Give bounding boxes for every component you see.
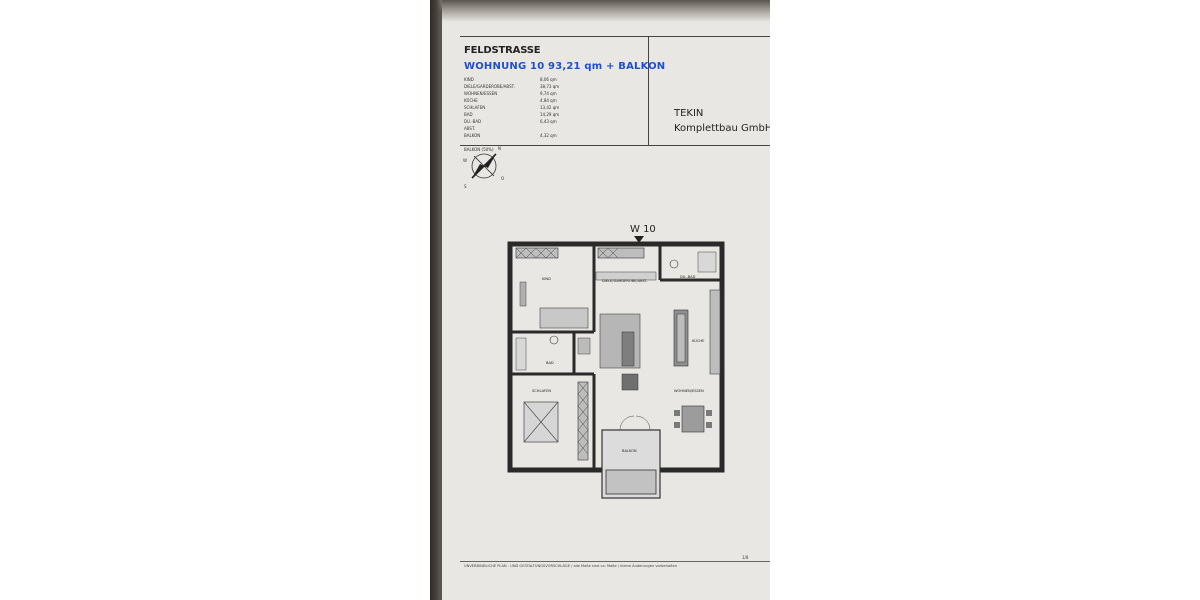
room-label-bad: BAD bbox=[546, 361, 554, 365]
room-row: KÜCHE 4,84 qm bbox=[464, 98, 564, 105]
room-label-wohnen: WOHNEN/ESSEN bbox=[674, 389, 704, 393]
shower-sink bbox=[669, 259, 679, 269]
title-block-divider bbox=[648, 37, 649, 145]
company-line-2: Komplettbau GmbH bbox=[674, 123, 770, 134]
balcony-railing bbox=[605, 469, 657, 495]
kitchen-island-top bbox=[676, 313, 686, 363]
room-row: BAD 14,29 qm bbox=[464, 112, 564, 119]
page-number: 1/8 bbox=[742, 555, 749, 560]
room-label-kueche: KÜCHE bbox=[692, 338, 705, 343]
room-row: WOHNEN/ESSEN 9,74 qm bbox=[464, 91, 564, 98]
photo-background: FELDSTRASSE WOHNUNG 10 93,21 qm + BALKON… bbox=[430, 0, 770, 600]
street-name: FELDSTRASSE bbox=[464, 45, 541, 56]
room-area-list: KIND 8,06 qm DIELE/GARDEROBE/ABST. 38,73 q… bbox=[464, 77, 564, 154]
footer-disclaimer: UNVERBINDLICHE PLAN - UND GESTALTUNGSVOR… bbox=[464, 564, 678, 568]
room-name: WOHNEN/ESSEN bbox=[464, 91, 498, 96]
room-area: 8,06 qm bbox=[540, 77, 557, 82]
dining-chair bbox=[706, 422, 712, 428]
room-label-diele: DIELE/GARDEROBE/ABST. bbox=[602, 279, 648, 283]
bathtub bbox=[515, 337, 527, 371]
room-name: DIELE/GARDEROBE/ABST. bbox=[464, 84, 515, 89]
balcony-door-swing bbox=[619, 415, 635, 431]
room-label-kind: KIND bbox=[542, 277, 551, 281]
company-line-1: TEKIN bbox=[674, 108, 704, 119]
room-area: 14,29 qm bbox=[540, 112, 560, 117]
room-name: BAD bbox=[464, 112, 473, 117]
bedroom-wardrobe-hatch bbox=[577, 381, 589, 455]
balcony-door-swing bbox=[635, 415, 651, 431]
room-area: 6,43 qm bbox=[540, 119, 557, 124]
room-area: 9,74 qm bbox=[540, 91, 557, 96]
apartment-heading: WOHNUNG 10 93,21 qm + BALKON bbox=[464, 61, 666, 72]
room-area: 4,84 qm bbox=[540, 98, 557, 103]
hall-wardrobe bbox=[597, 247, 645, 259]
bath-washer bbox=[577, 337, 591, 355]
room-label-schlafen: SCHLAFEN bbox=[532, 389, 551, 393]
compass-south: S bbox=[464, 184, 467, 189]
shower-tray bbox=[697, 251, 717, 273]
tv-cabinet bbox=[621, 373, 639, 391]
room-row: KIND 8,06 qm bbox=[464, 77, 564, 84]
kitchen-counter bbox=[709, 289, 721, 375]
room-row: DIELE/GARDEROBE/ABST. 38,73 qm bbox=[464, 84, 564, 91]
room-name: BALKON bbox=[464, 133, 481, 138]
compass-west: W bbox=[463, 158, 467, 163]
floor-plan-sheet: FELDSTRASSE WOHNUNG 10 93,21 qm + BALKON… bbox=[442, 8, 770, 600]
room-row: DU.-BAD 6,43 qm bbox=[464, 119, 564, 126]
room-row: SCHLAFEN 13,42 qm bbox=[464, 105, 564, 112]
unit-marker-icon bbox=[634, 236, 644, 243]
page-curl-shadow bbox=[442, 0, 770, 22]
company-name: TEKIN Komplettbau GmbH bbox=[674, 106, 770, 136]
room-name: BALKON (50%) bbox=[464, 147, 494, 152]
room-label-balkon: BALKON bbox=[622, 449, 637, 453]
room-name: KÜCHE bbox=[464, 98, 478, 103]
room-row: BALKON 4,32 qm bbox=[464, 133, 564, 140]
bath-sink bbox=[549, 335, 559, 345]
room-name: KIND bbox=[464, 77, 474, 82]
kind-wardrobe bbox=[515, 247, 559, 259]
dining-chair bbox=[674, 410, 680, 416]
bedroom-wardrobe bbox=[577, 381, 589, 461]
dining-table bbox=[681, 405, 705, 433]
room-area: 4,32 qm bbox=[540, 133, 557, 138]
dining-chair bbox=[674, 422, 680, 428]
hall-bench bbox=[595, 271, 657, 281]
kind-wardrobe-hatch bbox=[515, 247, 557, 259]
floor-plan: KIND DIELE/GARDEROBE/ABST. DU.-BAD KÜCHE… bbox=[507, 236, 725, 499]
compass-north: N bbox=[498, 146, 501, 151]
compass-east: O bbox=[501, 176, 504, 181]
kind-bed bbox=[539, 307, 589, 329]
room-name: DU.-BAD bbox=[464, 119, 482, 124]
footer-rule bbox=[460, 561, 770, 562]
unit-label: W 10 bbox=[630, 224, 656, 235]
coffee-table bbox=[621, 331, 635, 367]
compass-rose-icon: N O S W bbox=[463, 146, 504, 189]
hall-wardrobe-hatch bbox=[597, 247, 619, 259]
dining-chair bbox=[706, 410, 712, 416]
room-label-duschbad: DU.-BAD bbox=[680, 275, 696, 279]
room-name: ABST. bbox=[464, 126, 476, 131]
kind-desk bbox=[519, 281, 527, 307]
room-area: 13,42 qm bbox=[540, 105, 560, 110]
title-block: FELDSTRASSE WOHNUNG 10 93,21 qm + BALKON… bbox=[460, 36, 770, 152]
room-name: SCHLAFEN bbox=[464, 105, 486, 110]
room-row: ABST. bbox=[464, 126, 564, 133]
bed-fold bbox=[523, 401, 559, 443]
room-area: 38,73 qm bbox=[540, 84, 560, 89]
room-row: BALKON (50%) bbox=[464, 147, 564, 154]
